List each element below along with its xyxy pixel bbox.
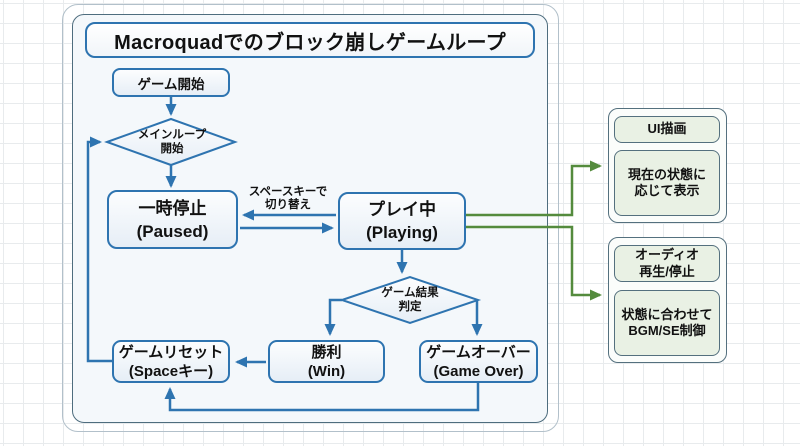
panel-heading-line: 再生/停止	[639, 263, 695, 279]
node-game-reset: ゲームリセット (Spaceキー)	[112, 340, 230, 383]
node-sublabel: (Game Over)	[433, 362, 524, 380]
node-label: ゲーム開始	[137, 76, 205, 92]
label-line: メインループ	[137, 129, 207, 141]
result-decision-diamond	[338, 275, 482, 325]
diagram-card-outer-border	[62, 4, 559, 432]
node-label: ゲームリセット	[118, 343, 224, 361]
panel-heading-line: オーディオ	[634, 247, 700, 262]
node-win: 勝利 (Win)	[268, 340, 385, 383]
arrow-playing-to-audio-panel	[466, 225, 602, 301]
arrow-reset-loopback-to-mainloop	[86, 136, 112, 363]
diagram-title-text: Macroquadでのブロック崩しゲームループ	[114, 31, 506, 54]
panel-text-line: 状態に合わせて	[621, 306, 713, 322]
mainloop-decision-label: メインループ 開始	[108, 128, 236, 157]
arrow-result-to-win	[324, 298, 342, 336]
label-line: ゲーム結果	[381, 287, 439, 299]
panel-text-line: BGM/SE制御	[628, 323, 706, 338]
diagram-title: Macroquadでのブロック崩しゲームループ	[85, 22, 535, 58]
ui-panel-description: 現在の状態に 応じて表示	[614, 150, 720, 216]
audio-panel: オーディオ 再生/停止 状態に合わせて BGM/SE制御	[608, 237, 727, 363]
audio-panel-description: 状態に合わせて BGM/SE制御	[614, 290, 720, 356]
space-key-toggle-note: スペースキーで 切り替え	[239, 185, 337, 212]
audio-panel-heading: オーディオ 再生/停止	[614, 245, 720, 282]
node-sublabel: (Win)	[307, 362, 346, 380]
ui-drawing-panel: UI描画 現在の状態に 応じて表示	[608, 108, 727, 223]
label-line: 開始	[160, 142, 184, 155]
panel-text-line: 現在の状態に	[627, 166, 706, 182]
ui-panel-heading: UI描画	[614, 116, 720, 143]
result-decision-label: ゲーム結果 判定	[346, 286, 474, 315]
node-game-over: ゲームオーバー (Game Over)	[419, 340, 538, 383]
node-label: 勝利	[311, 343, 342, 361]
mainloop-decision-diamond	[104, 117, 238, 167]
node-sublabel: (Spaceキー)	[128, 362, 214, 380]
node-playing: プレイ中 (Playing)	[338, 192, 466, 250]
arrow-playing-to-ui-panel	[466, 160, 602, 217]
node-label: 一時停止	[138, 198, 207, 218]
note-line: 切り替え	[265, 198, 311, 211]
node-label: ゲームオーバー	[426, 343, 531, 361]
node-sublabel: (Playing)	[366, 223, 438, 242]
note-line: スペースキーで	[248, 186, 328, 198]
arrow-gameover-to-reset	[164, 383, 480, 412]
label-line: 判定	[398, 300, 422, 313]
node-sublabel: (Paused)	[136, 221, 209, 241]
node-paused: 一時停止 (Paused)	[107, 190, 238, 249]
node-label: プレイ中	[368, 200, 436, 219]
panel-heading-text: UI描画	[647, 121, 687, 137]
node-game-start: ゲーム開始	[112, 68, 230, 97]
panel-text-line: 応じて表示	[634, 183, 700, 198]
